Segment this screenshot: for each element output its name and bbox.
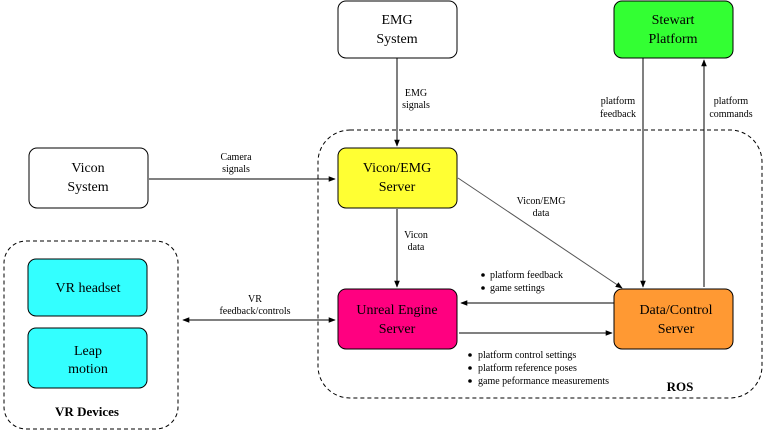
bullet-item-platform-control-settings: platform control settings: [478, 350, 576, 361]
edge-label-camera-signals-line1: Camera: [220, 152, 252, 163]
bullet-dot: [481, 286, 485, 290]
node-leap-motion-box: [27, 327, 148, 389]
node-stewart-platform-label-line1: Stewart: [652, 13, 695, 28]
node-data-control-server-label-line2: Server: [658, 322, 695, 337]
vr-devices-group-label: VR Devices: [55, 404, 119, 419]
node-vr-headset-box: [27, 258, 148, 317]
node-vr-headset: VR headset: [27, 258, 148, 317]
edge-label-vicon-emg-data-line2: data: [533, 208, 550, 219]
bullet-item-game-settings: game settings: [490, 283, 545, 294]
bullet-dot: [468, 379, 472, 383]
node-unreal-engine-server-box: [337, 288, 458, 350]
bullet-dot: [481, 273, 485, 277]
edge-label-camera-signals-line2: signals: [222, 164, 250, 175]
bullet-item-platform-feedback: platform feedback: [490, 270, 563, 281]
bullet-item-game-performance-measurements: game peformance measurements: [478, 376, 609, 387]
node-emg-system-box: [337, 0, 458, 59]
node-unreal-engine-server-label-line1: Unreal Engine: [356, 303, 437, 318]
ros-group-boundary: [317, 129, 763, 399]
node-data-control-server-box: [613, 288, 734, 350]
node-emg-system-label-line2: System: [376, 32, 417, 47]
edge-label-platform-feedback-line2: feedback: [600, 109, 636, 120]
bullet-item-platform-reference-poses: platform reference poses: [478, 363, 577, 374]
node-leap-motion-label-line1: Leap: [74, 344, 102, 359]
edge-label-platform-commands-line2: commands: [709, 109, 752, 120]
edge-label-vr-feedback-controls-line2: feedback/controls: [219, 306, 290, 317]
edge-label-platform-commands-line1: platform: [714, 96, 749, 107]
node-stewart-platform: Stewart Platform: [613, 0, 734, 59]
node-leap-motion: Leap motion: [27, 327, 148, 389]
node-vicon-system-label-line2: System: [67, 180, 108, 195]
node-unreal-engine-server: Unreal Engine Server: [337, 288, 458, 350]
node-stewart-platform-label-line2: Platform: [649, 32, 698, 47]
node-data-control-server: Data/Control Server: [613, 288, 734, 350]
node-stewart-platform-box: [613, 0, 734, 59]
edge-label-emg-signals-line2: signals: [402, 100, 430, 111]
node-vicon-system-box: [28, 147, 149, 209]
node-vicon-emg-server: Vicon/EMG Server: [337, 147, 458, 209]
edge-label-vicon-data-line2: data: [408, 242, 425, 253]
node-vicon-system-label-line1: Vicon: [71, 161, 104, 176]
bullet-dot: [468, 353, 472, 357]
node-vicon-system: Vicon System: [28, 147, 149, 209]
node-vr-headset-label: VR headset: [56, 281, 121, 296]
vr-devices-group-boundary: [3, 240, 179, 430]
edge-label-vicon-data-line1: Vicon: [404, 230, 428, 241]
edge-label-platform-feedback-line1: platform: [601, 96, 636, 107]
ros-group-label: ROS: [667, 379, 694, 394]
node-vicon-emg-server-label-line1: Vicon/EMG: [363, 161, 431, 176]
edge-label-emg-signals-line1: EMG: [405, 88, 427, 99]
node-emg-system: EMG System: [337, 0, 458, 59]
bullet-dot: [468, 366, 472, 370]
node-leap-motion-label-line2: motion: [68, 362, 108, 377]
node-vicon-emg-server-label-line2: Server: [379, 180, 416, 195]
edge-vicon-emg-data: [457, 177, 623, 289]
edge-label-vicon-emg-data-line1: Vicon/EMG: [517, 196, 566, 207]
node-emg-system-label-line1: EMG: [381, 13, 412, 28]
node-vicon-emg-server-box: [337, 147, 458, 209]
node-unreal-engine-server-label-line2: Server: [379, 322, 416, 337]
node-data-control-server-label-line1: Data/Control: [639, 303, 712, 318]
edge-label-vr-feedback-controls-line1: VR: [248, 294, 262, 305]
